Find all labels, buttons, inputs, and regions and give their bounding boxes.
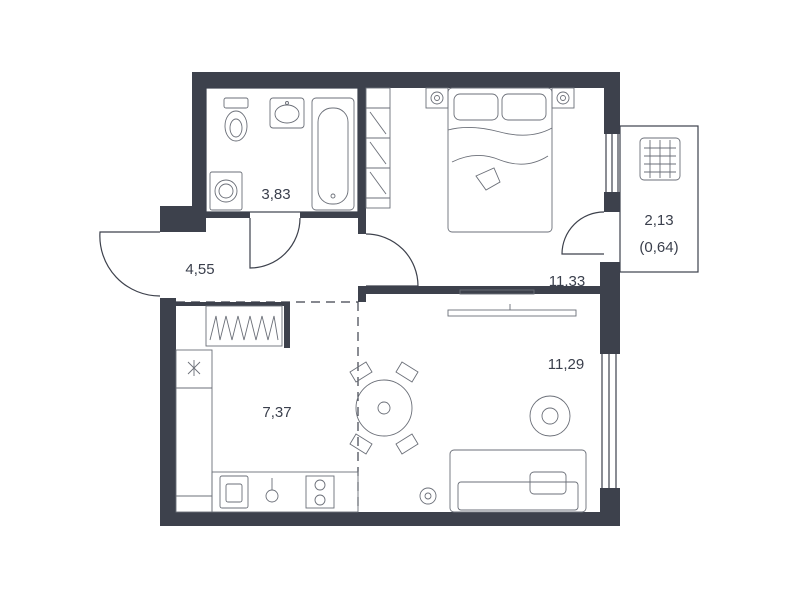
bathroom	[205, 87, 359, 269]
plant-icon	[529, 395, 571, 437]
living-room	[349, 304, 587, 513]
faucet-icon	[265, 478, 279, 503]
tv-icon	[459, 289, 535, 295]
washing-machine-icon	[209, 171, 243, 211]
hallway-area-label: 4,55	[185, 261, 214, 278]
cooktop-icon	[305, 475, 335, 509]
nightstand-right-icon	[551, 87, 575, 109]
bathroom-area-label: 3,83	[261, 186, 290, 203]
bedroom-area-label: 11,33	[549, 273, 585, 290]
kitchen-area-label: 7,37	[262, 404, 291, 421]
balcony-reduced-area-label: (0,64)	[639, 239, 678, 256]
sofa-icon	[449, 449, 587, 513]
side-table-icon	[419, 487, 437, 505]
nightstand-left-icon	[425, 87, 449, 109]
kitchen-sink-icon	[219, 475, 249, 509]
balcony-area-label: 2,13	[644, 212, 673, 229]
bathtub-icon	[311, 97, 355, 211]
balcony	[561, 125, 699, 273]
living-area-label: 11,29	[548, 356, 584, 373]
wardrobe-icon	[365, 87, 391, 209]
windows	[600, 134, 620, 488]
sink-icon	[269, 97, 305, 129]
range-hood-icon	[187, 360, 201, 376]
bedroom	[365, 87, 575, 295]
bed-icon	[447, 87, 553, 233]
hallway	[99, 231, 283, 347]
toilet-icon	[223, 97, 249, 142]
dining-table-icon	[349, 361, 419, 455]
laundry-basket-icon	[639, 137, 681, 181]
hall-wardrobe-icon	[205, 305, 283, 347]
kitchen	[175, 349, 359, 513]
